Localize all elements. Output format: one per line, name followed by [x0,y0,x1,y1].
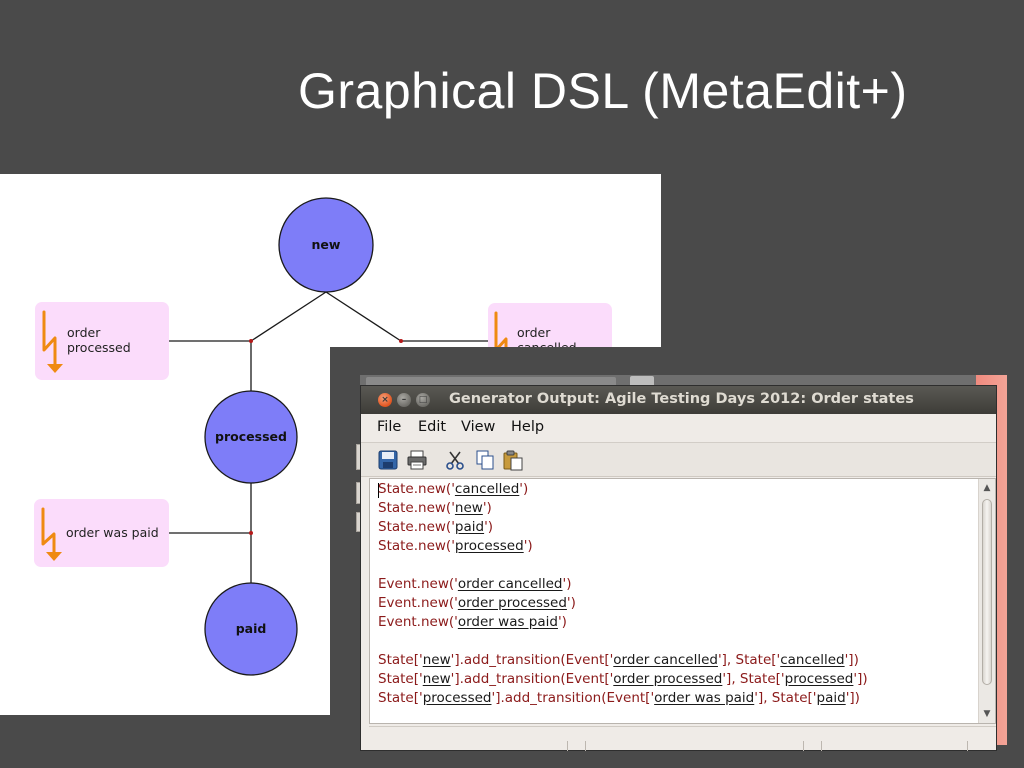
code-line: State['processed'].add_transition(Event[… [378,690,860,706]
menu-file[interactable]: File [377,419,402,435]
vertical-scrollbar[interactable]: ▲ ▼ [978,479,995,723]
menu-edit[interactable]: Edit [418,419,447,435]
event-box [35,302,169,380]
copy-icon[interactable] [474,449,496,471]
code-line: State['new'].add_transition(Event['order… [378,652,859,668]
code-line: State.new('processed') [378,538,533,554]
save-icon[interactable] [377,449,399,471]
code-line: Event.new('order processed') [378,595,576,611]
code-identifier: order was paid [457,614,558,630]
status-bar-cell [567,741,586,751]
paste-icon[interactable] [502,449,524,471]
event-label-line: order [67,325,101,340]
event-label: order was paid [66,525,159,540]
event-label-line: processed [67,340,131,355]
status-bar-cell [803,741,822,751]
lightning-arrowhead-icon [46,552,62,561]
event-box [34,499,169,567]
code-identifier: order processed [457,595,567,611]
code-identifier: paid [454,519,485,535]
cut-icon[interactable] [444,449,466,471]
state-label: paid [235,621,267,636]
code-identifier: order was paid [654,690,755,706]
slide-title: Graphical DSL (MetaEdit+) [298,63,908,119]
window-titlebar[interactable]: × – □ Generator Output: Agile Testing Da… [361,386,996,414]
status-bar-cell [585,741,804,751]
connector-line [250,291,327,342]
connector-line [325,291,402,342]
state-circle-processed [204,390,298,484]
state-label: processed [215,429,287,444]
code-line: Event.new('order was paid') [378,614,567,630]
code-identifier: order processed [613,671,723,687]
code-identifier: new [454,500,483,516]
maximize-icon: □ [418,395,428,405]
lightning-icon [42,310,57,372]
event-label-line: order was paid [66,525,159,540]
window-title: Generator Output: Agile Testing Days 201… [449,391,914,407]
code-identifier: new [422,652,451,668]
code-line: State.new('paid') [378,519,494,535]
state-circle-new [278,197,374,293]
code-output-textarea[interactable]: State.new('cancelled') State.new('new') St… [369,478,996,724]
code-identifier: order cancelled [613,652,718,668]
code-line: State.new('new') [378,500,492,516]
code-identifier: paid [816,690,846,706]
code-identifier: processed [454,538,524,554]
junction-dot [399,339,403,343]
toolbar [361,442,996,477]
status-bar [369,726,996,751]
code-identifier: new [422,671,451,687]
state-label: new [311,237,341,252]
lightning-icon [41,507,56,560]
junction-dot [249,531,253,535]
scroll-up-arrow-icon[interactable]: ▲ [983,483,991,493]
code-line: State['new'].add_transition(Event['order… [378,671,868,687]
background-window-tab [366,377,616,388]
code-identifier: cancelled [780,652,845,668]
maximize-window-button[interactable]: □ [416,393,430,407]
text-caret [378,483,379,498]
state-circle-paid [204,582,298,676]
generator-output-window: × – □ Generator Output: Agile Testing Da… [360,385,997,751]
minimize-icon: – [401,395,407,405]
print-icon[interactable] [406,449,428,471]
scrollbar-thumb[interactable] [982,499,992,685]
status-bar-cell [967,741,988,751]
scroll-down-arrow-icon[interactable]: ▼ [983,709,991,719]
lightning-arrowhead-icon [47,364,63,373]
code-identifier: processed [422,690,492,706]
code-identifier: cancelled [454,481,520,497]
code-identifier: order cancelled [457,576,563,592]
close-window-button[interactable]: × [378,393,392,407]
status-bar-cell [821,741,968,751]
event-label: order processed [67,325,131,355]
event-label-line: order [517,325,551,340]
menu-view[interactable]: View [461,419,496,435]
menu-bar: File Edit View Help [361,415,996,441]
code-line: Event.new('order cancelled') [378,576,572,592]
close-icon: × [381,395,389,405]
junction-dot [249,339,253,343]
menu-help[interactable]: Help [511,419,545,435]
code-line: State.new('cancelled') [378,481,529,497]
minimize-window-button[interactable]: – [397,393,411,407]
code-identifier: processed [784,671,854,687]
